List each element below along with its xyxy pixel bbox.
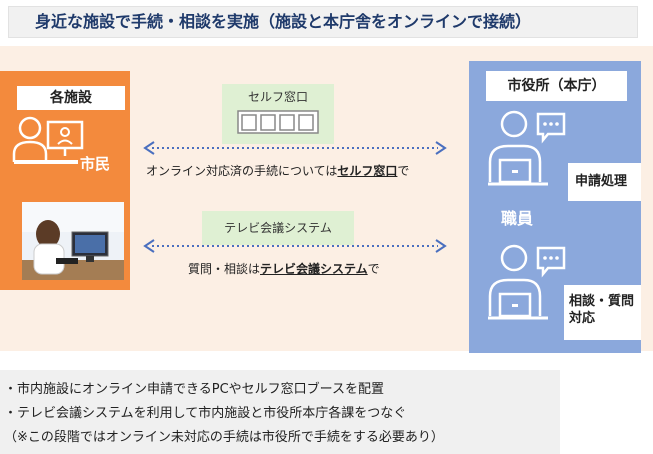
self-window-box: セルフ窓口: [222, 84, 334, 144]
staff-chat-icon: [488, 244, 566, 320]
self-window-caption-highlight: セルフ窓口: [337, 164, 398, 178]
kiosk-icon: [237, 110, 319, 134]
staff-label: 職員: [501, 209, 534, 228]
facility-label: 各施設: [17, 86, 125, 110]
task-label-bottom-line1: 相談・質問: [569, 294, 635, 309]
video-conf-caption-suffix: で: [367, 262, 380, 276]
photo-person-at-pc: [22, 202, 124, 280]
video-conf-arrow: [143, 239, 447, 253]
note-line: （※この段階ではオンライン未対応の手続は市役所で手続をする必要あり）: [4, 430, 444, 445]
notes-box: ・市内施設にオンライン申請できるPCやセルフ窓口ブースを配置 ・テレビ会議システ…: [0, 370, 560, 454]
task-label-bottom: 相談・質問 対応: [564, 285, 641, 340]
self-window-caption: オンライン対応済の手続についてはセルフ窓口で: [146, 162, 409, 179]
note-line: ・テレビ会議システムを利用して市内施設と市役所本庁各課をつなぐ: [4, 406, 407, 421]
note-line: ・市内施設にオンライン申請できるPCやセルフ窓口ブースを配置: [4, 382, 385, 397]
task-label-top: 申請処理: [568, 163, 641, 201]
video-conf-caption: 質問・相談はテレビ会議システムで: [188, 260, 380, 277]
self-window-caption-suffix: で: [397, 164, 410, 178]
page-title: 身近な施設で手続・相談を実施（施設と本庁舎をオンラインで接続）: [8, 6, 638, 38]
staff-chat-icon: [488, 110, 566, 186]
video-conf-box: テレビ会議システム: [202, 211, 354, 245]
citizen-pc-icon: [12, 116, 84, 164]
self-window-caption-text: オンライン対応済の手続については: [146, 164, 338, 178]
task-label-bottom-line2: 対応: [569, 311, 596, 326]
city-hall-label: 市役所（本庁）: [486, 71, 627, 101]
video-conf-label: テレビ会議システム: [224, 221, 332, 235]
video-conf-caption-highlight: テレビ会議システム: [260, 262, 368, 276]
video-conf-caption-text: 質問・相談は: [188, 262, 261, 276]
citizen-label: 市民: [80, 155, 111, 173]
self-window-label: セルフ窓口: [247, 90, 308, 104]
self-window-arrow: [143, 141, 447, 155]
